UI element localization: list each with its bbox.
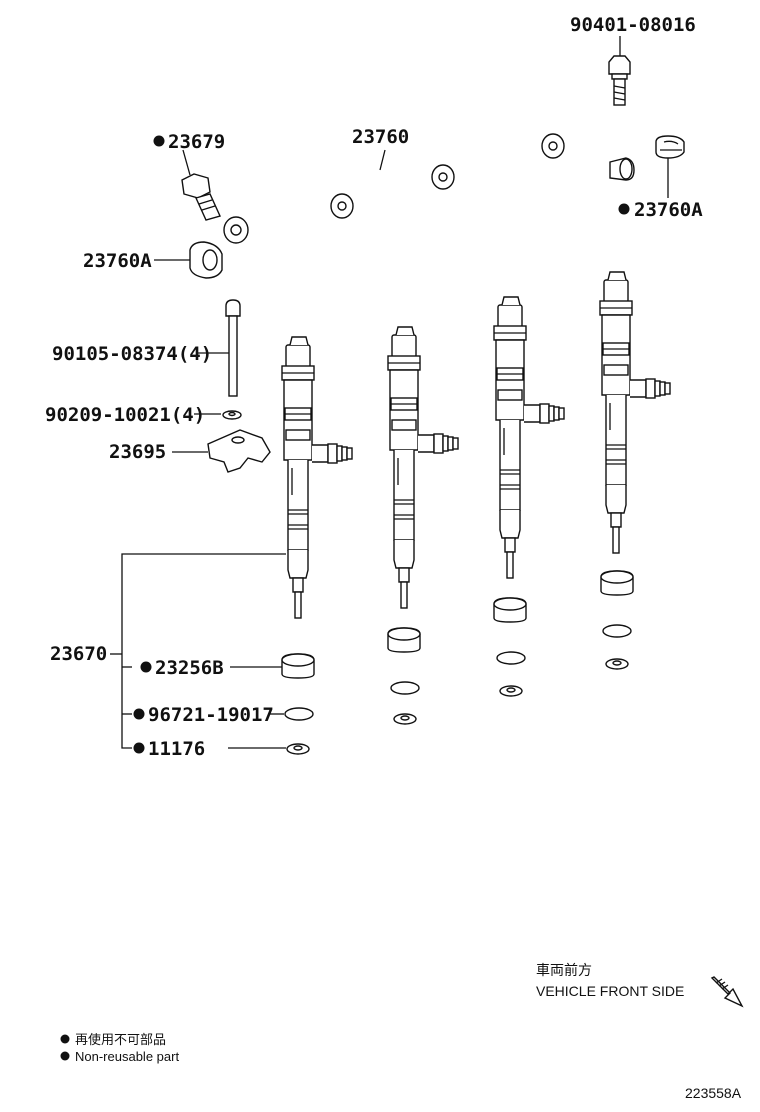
part-label-23695: 23695 xyxy=(109,441,166,463)
leader-23679 xyxy=(182,149,191,176)
part-label-96721: 96721-19017 xyxy=(148,704,274,726)
legend-label-en: Non-reusable part xyxy=(75,1049,179,1064)
non-reusable-dot-23256B xyxy=(140,661,152,673)
part-label-90209: 90209-10021(4) xyxy=(45,404,205,426)
part-label-90401: 90401-08016 xyxy=(570,14,696,36)
front-direction-arrow-icon xyxy=(710,976,744,1008)
part-label-23760A-right: 23760A xyxy=(634,199,703,221)
non-reusable-dot-23679 xyxy=(153,135,165,147)
injector-23670-4 xyxy=(599,271,671,554)
injector-23670-3 xyxy=(493,296,565,579)
part-label-23256B: 23256B xyxy=(155,657,224,679)
bolt-90401-part xyxy=(608,55,631,106)
gland-23679-part xyxy=(181,173,221,221)
injector-23670-1 xyxy=(281,336,353,619)
clip-23760A-right-part xyxy=(655,135,685,159)
seal-cup-23256B-1 xyxy=(281,653,315,679)
fuel-pipe-23760-part xyxy=(223,120,638,244)
clamp-23695-part xyxy=(207,429,271,473)
part-label-11176: 11176 xyxy=(148,738,205,760)
o-ring-96721-4 xyxy=(602,624,632,638)
seal-cup-23256B-2 xyxy=(387,627,421,653)
seal-cup-23256B-3 xyxy=(493,597,527,623)
bolt-90105-part xyxy=(225,299,241,397)
o-ring-96721-1 xyxy=(284,707,314,721)
part-label-23760A-left: 23760A xyxy=(83,250,152,272)
figure-id: 223558A xyxy=(685,1085,742,1101)
washer-90209-part xyxy=(222,410,242,420)
legend-dot-en xyxy=(60,1051,70,1061)
non-reusable-dot-23760A-right xyxy=(618,203,630,215)
part-label-23679: 23679 xyxy=(168,131,225,153)
leader-23760 xyxy=(379,149,386,171)
seal-cup-23256B-4 xyxy=(600,570,634,596)
washer-11176-3 xyxy=(499,685,523,697)
o-ring-96721-3 xyxy=(496,651,526,665)
vehicle-front-label-en: VEHICLE FRONT SIDE xyxy=(536,983,684,999)
non-reusable-dot-96721 xyxy=(133,708,145,720)
assembly-bracket-23670 xyxy=(110,553,286,749)
washer-11176-2 xyxy=(393,713,417,725)
legend-label-jp: 再使用不可部品 xyxy=(75,1032,166,1047)
washer-11176-1 xyxy=(286,743,310,755)
vehicle-front-label-jp: 車両前方 xyxy=(536,962,592,978)
injector-23670-2 xyxy=(387,326,459,609)
part-label-23760: 23760 xyxy=(352,126,409,148)
part-label-90105: 90105-08374(4) xyxy=(52,343,212,365)
washer-11176-4 xyxy=(605,658,629,670)
o-ring-96721-2 xyxy=(390,681,420,695)
legend-dot-jp xyxy=(60,1034,70,1044)
part-label-23670: 23670 xyxy=(50,643,107,665)
clip-23760A-left-part xyxy=(189,241,223,279)
non-reusable-dot-11176 xyxy=(133,742,145,754)
